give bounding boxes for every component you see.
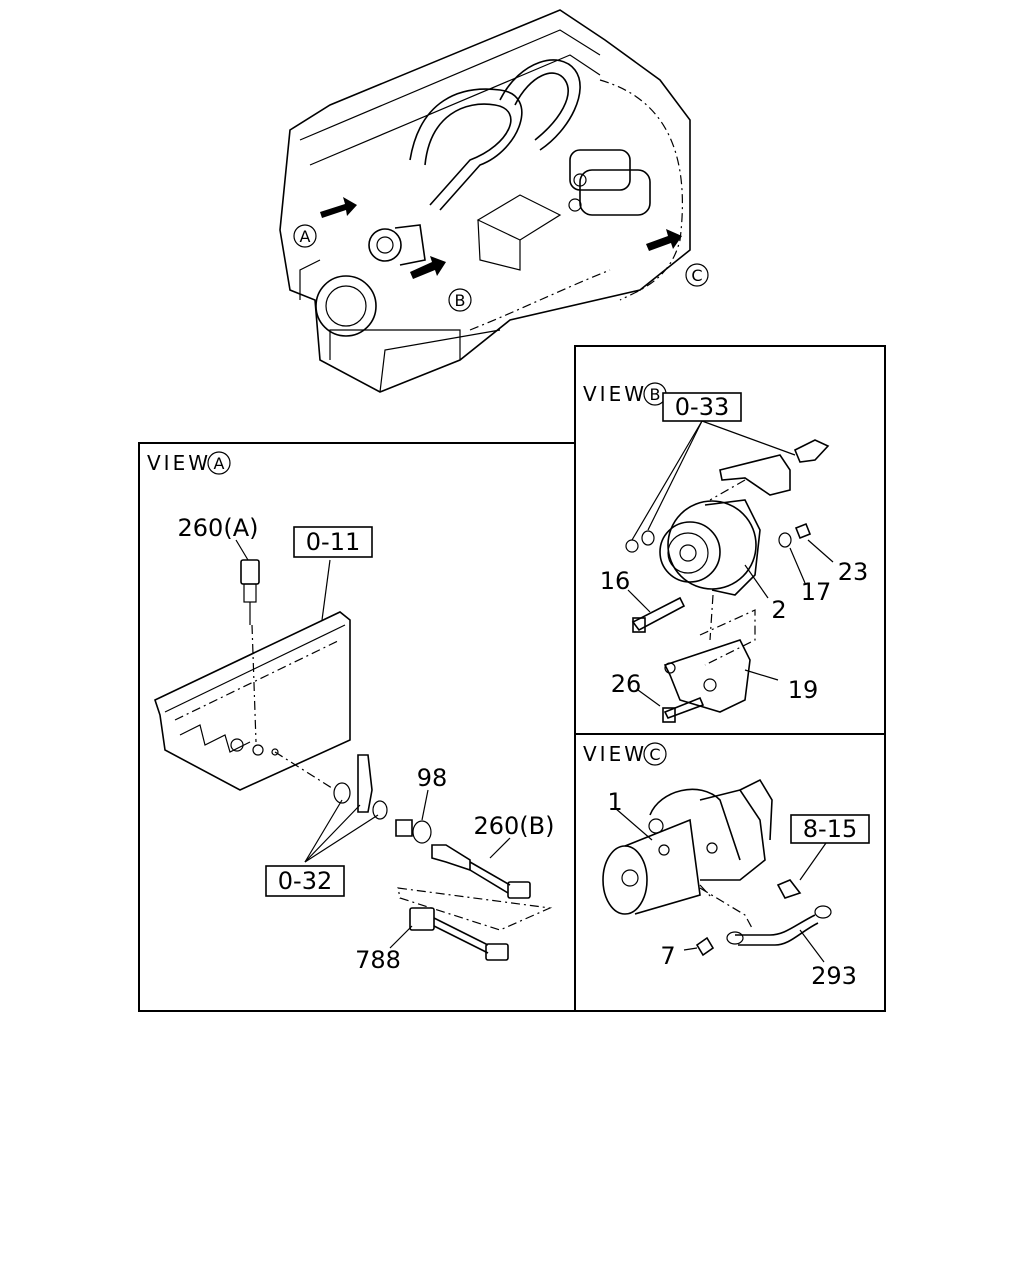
part-1-label: 1: [607, 788, 622, 816]
part-7-label: 7: [660, 942, 675, 970]
part-17-label: 17: [801, 578, 832, 606]
callout-c: C: [691, 266, 702, 285]
part-260b-label: 260(B): [474, 812, 555, 840]
view-b-letter: B: [650, 385, 661, 404]
ref-0-32: 0-32: [278, 867, 332, 895]
part-788-label: 788: [355, 946, 401, 974]
part-293-label: 293: [811, 962, 857, 990]
view-c-panel: VIEW C 8-15 1 7 293: [583, 742, 870, 990]
view-b-title: VIEW: [583, 382, 647, 406]
part-260a-label: 260(A): [178, 514, 259, 542]
view-a-panel: VIEW A: [147, 451, 555, 974]
part-98-label: 98: [417, 764, 448, 792]
ref-0-33: 0-33: [675, 393, 729, 421]
view-frames: [138, 345, 886, 1012]
part-26-label: 26: [611, 670, 642, 698]
part-16-label: 16: [600, 567, 631, 595]
part-19-label: 19: [788, 676, 819, 704]
view-a-letter: A: [214, 454, 225, 473]
view-c-letter: C: [649, 745, 660, 764]
engine-overview: A B C: [279, 9, 709, 393]
part-2-label: 2: [771, 596, 786, 624]
view-a-title: VIEW: [147, 451, 211, 475]
callout-a: A: [300, 227, 311, 246]
view-c-title: VIEW: [583, 742, 647, 766]
view-b-panel: VIEW B 0-33: [583, 382, 869, 723]
ref-0-11: 0-11: [306, 528, 360, 556]
part-23-label: 23: [838, 558, 869, 586]
ref-8-15: 8-15: [803, 815, 857, 843]
callout-b: B: [455, 291, 466, 310]
